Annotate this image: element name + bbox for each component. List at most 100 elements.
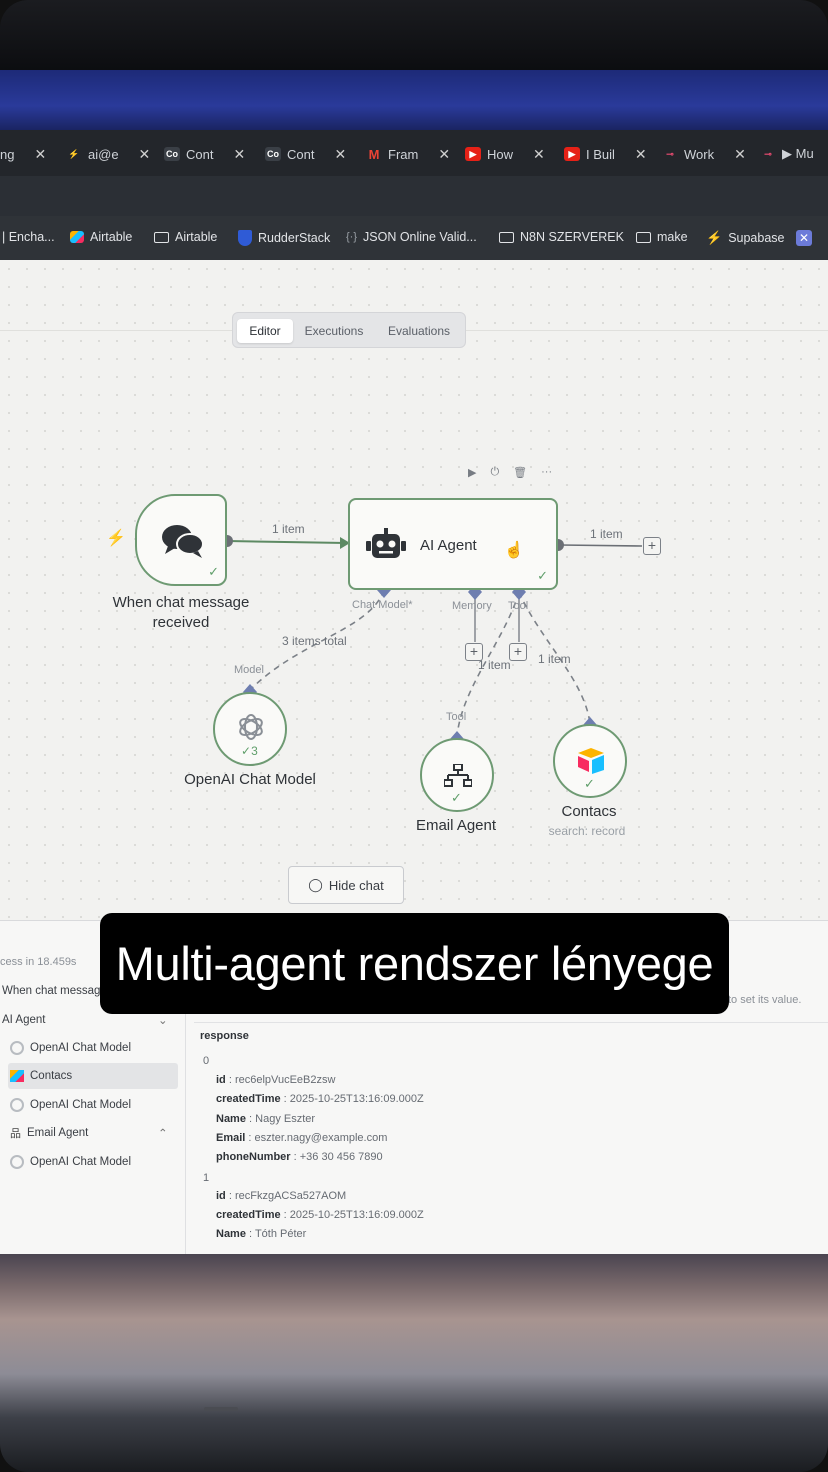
record-field: id : recFkzgACSa527AOM xyxy=(216,1190,347,1202)
record-field: id : rec6elpVucEeB2zsw xyxy=(216,1074,336,1086)
browser-tab[interactable]: ⊸ Work ✕ xyxy=(662,142,746,166)
add-tool-button[interactable]: + xyxy=(509,643,527,661)
node-label: OpenAI Chat Model xyxy=(184,771,316,788)
airtable-icon xyxy=(70,231,84,243)
bookmark-folder-n8n[interactable]: N8N SZERVEREK xyxy=(499,230,624,244)
handle-label-chat-model: Chat Model* xyxy=(352,599,413,611)
browser-tab[interactable]: ng ✕ xyxy=(0,142,46,166)
openai-icon xyxy=(10,1155,24,1169)
bookmark-supabase[interactable]: ⚡ Supabase xyxy=(706,230,785,246)
log-item-openai[interactable]: OpenAI Chat Model xyxy=(8,1035,178,1061)
node-chat-trigger[interactable]: ✓ xyxy=(135,494,227,586)
bookmark-label: RudderStack xyxy=(258,231,331,245)
log-item-openai[interactable]: OpenAI Chat Model xyxy=(8,1092,178,1118)
field-value: recFkzgACSa527AOM xyxy=(234,1190,347,1202)
add-memory-button[interactable]: + xyxy=(465,643,483,661)
browser-tab[interactable]: Co Cont ✕ xyxy=(265,142,346,166)
browser-tab[interactable]: Co Cont ✕ xyxy=(164,142,245,166)
node-contacs-airtable[interactable]: ✓ xyxy=(553,724,627,798)
more-icon[interactable]: ··· xyxy=(541,466,553,478)
node-label: When chat message received xyxy=(112,594,250,631)
bookmark-extension[interactable]: ✕ xyxy=(796,230,812,246)
youtube-icon: ▶ xyxy=(564,147,580,161)
browser-tab[interactable]: ▶ How ✕ xyxy=(465,142,545,166)
log-item-email-agent[interactable]: 品 Email Agent ⌃ xyxy=(8,1120,178,1146)
video-caption: Multi-agent rendszer lényege xyxy=(100,913,729,1014)
log-item-contacs[interactable]: Contacs xyxy=(8,1063,178,1089)
n8n-icon: ⊸ xyxy=(666,148,674,159)
node-email-agent[interactable]: ✓ xyxy=(420,738,494,812)
cursor-hand-icon: ☝ xyxy=(504,542,524,559)
browser-tab[interactable]: ⚡ ai@e ✕ xyxy=(66,142,150,166)
address-bar-area xyxy=(0,176,828,216)
field-value: Tóth Péter xyxy=(254,1228,307,1240)
bookmark-airtable[interactable]: Airtable xyxy=(70,230,132,244)
bookmark-json-validator[interactable]: {·} JSON Online Valid... xyxy=(346,230,477,244)
success-check-icon: ✓ xyxy=(208,564,219,579)
bookmark-item[interactable]: | Encha... xyxy=(2,230,55,244)
play-icon[interactable]: ▶ xyxy=(468,467,477,479)
tab-label: ng xyxy=(0,146,15,162)
close-icon[interactable]: ✕ xyxy=(34,145,47,162)
bookmark-label: Airtable xyxy=(175,230,218,244)
handle-label-tool: Tool xyxy=(508,600,529,612)
node-sublabel: search: record xyxy=(548,824,626,838)
bookmark-rudderstack[interactable]: RudderStack xyxy=(238,230,330,246)
close-icon[interactable]: ✕ xyxy=(438,145,451,162)
openai-icon xyxy=(10,1098,24,1112)
close-icon[interactable]: ✕ xyxy=(138,145,151,162)
handle-label-model: Model xyxy=(234,664,264,676)
tab-label: Fram xyxy=(388,146,419,162)
tab-label: Cont xyxy=(186,146,214,162)
connection-label: 1 item xyxy=(538,652,571,666)
response-title: response xyxy=(200,1030,249,1042)
chevron-down-icon[interactable]: ⌄ xyxy=(158,1015,168,1027)
close-icon[interactable]: ✕ xyxy=(533,145,545,162)
bookmark-label: Supabase xyxy=(728,231,785,245)
close-icon[interactable]: ✕ xyxy=(734,145,746,162)
chat-bubbles-icon xyxy=(162,525,204,558)
workflow-canvas[interactable] xyxy=(0,260,828,920)
hide-chat-button[interactable]: ◯ Hide chat xyxy=(288,866,404,904)
browser-tab-active[interactable]: ⊸ ▶ Mu xyxy=(760,142,813,166)
coda-icon: Co xyxy=(164,147,180,161)
record-index: 0 xyxy=(203,1055,210,1067)
log-item-ai-agent[interactable]: AI Agent ⌄ xyxy=(0,1007,170,1033)
browser-tab[interactable]: M Fram ✕ xyxy=(366,142,451,166)
tab-executions[interactable]: Executions xyxy=(304,324,364,338)
success-check-icon: ✓ xyxy=(584,776,595,791)
tab-evaluations[interactable]: Evaluations xyxy=(387,324,451,338)
log-item-trigger[interactable]: When chat messag xyxy=(0,978,170,1004)
supabase-icon: ⚡ xyxy=(706,230,723,245)
tab-editor[interactable]: Editor xyxy=(237,319,293,343)
log-item-label: AI Agent xyxy=(2,1014,46,1026)
openai-icon xyxy=(10,1041,24,1055)
close-icon[interactable]: ✕ xyxy=(233,145,246,162)
node-ai-agent[interactable]: AI Agent ☝ ✓ xyxy=(348,498,558,590)
log-item-label: OpenAI Chat Model xyxy=(30,1156,132,1168)
hint-text: to set its value. xyxy=(728,994,802,1006)
hide-chat-label: Hide chat xyxy=(328,877,384,893)
browser-tab[interactable]: ▶ I Buil ✕ xyxy=(564,142,647,166)
trash-icon[interactable]: 🗑 xyxy=(513,467,528,479)
monitor-bezel-top xyxy=(0,0,828,70)
node-label: Contacs xyxy=(561,803,617,820)
gmail-icon: M xyxy=(368,146,380,162)
add-node-button[interactable]: + xyxy=(643,537,661,555)
folder-icon xyxy=(499,231,514,243)
close-icon[interactable]: ✕ xyxy=(334,145,347,162)
chat-bubble-icon: ◯ xyxy=(308,877,323,892)
close-icon[interactable]: ✕ xyxy=(634,145,647,162)
window-blur-strip xyxy=(0,70,828,130)
log-item-openai[interactable]: OpenAI Chat Model xyxy=(8,1149,178,1175)
bookmark-folder-airtable[interactable]: Airtable xyxy=(154,230,217,244)
record-field: Name : Nagy Eszter xyxy=(216,1113,316,1125)
n8n-icon: ⊸ xyxy=(764,148,772,159)
bookmark-folder-make[interactable]: make xyxy=(636,230,688,244)
node-openai-chat-model[interactable]: ✓3 xyxy=(213,692,287,766)
airtable-icon xyxy=(10,1070,24,1082)
chevron-up-icon[interactable]: ⌃ xyxy=(158,1128,168,1140)
tab-label: ai@e xyxy=(88,146,119,162)
power-icon[interactable]: ⏻ xyxy=(490,466,500,478)
